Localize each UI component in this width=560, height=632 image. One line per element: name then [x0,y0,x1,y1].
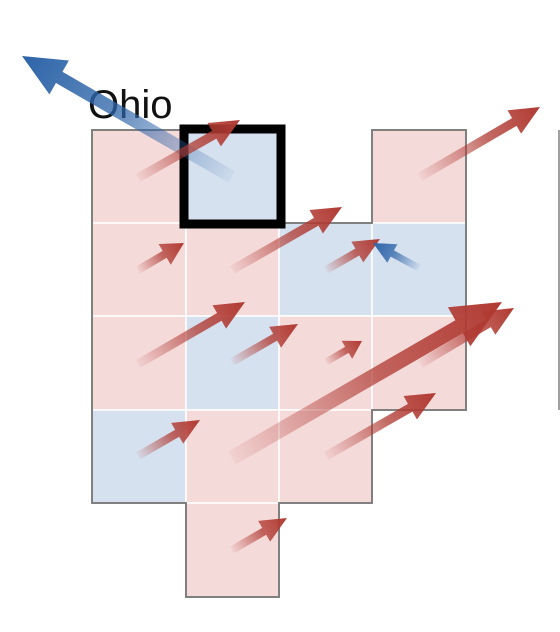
positive-vector-arrow [135,419,201,460]
positive-vector-arrow [229,206,343,274]
negative-vector-arrow [372,242,421,272]
positive-vector-arrow [228,301,503,465]
positive-vector-arrow [323,392,437,460]
positive-vector-arrow [229,517,288,554]
vector-arrows [22,56,540,554]
grid-cell-positive [371,129,467,224]
positive-vector-arrow [230,324,298,366]
positive-vector-arrow [417,107,540,181]
grid-cell-negative [371,222,467,317]
positive-vector-arrow [135,243,184,274]
positive-vector-arrow [324,238,381,274]
grid-cells [91,129,467,598]
positive-vector-arrow [135,301,246,368]
positive-vector-arrow [135,120,240,182]
positive-vector-arrow [324,340,362,366]
